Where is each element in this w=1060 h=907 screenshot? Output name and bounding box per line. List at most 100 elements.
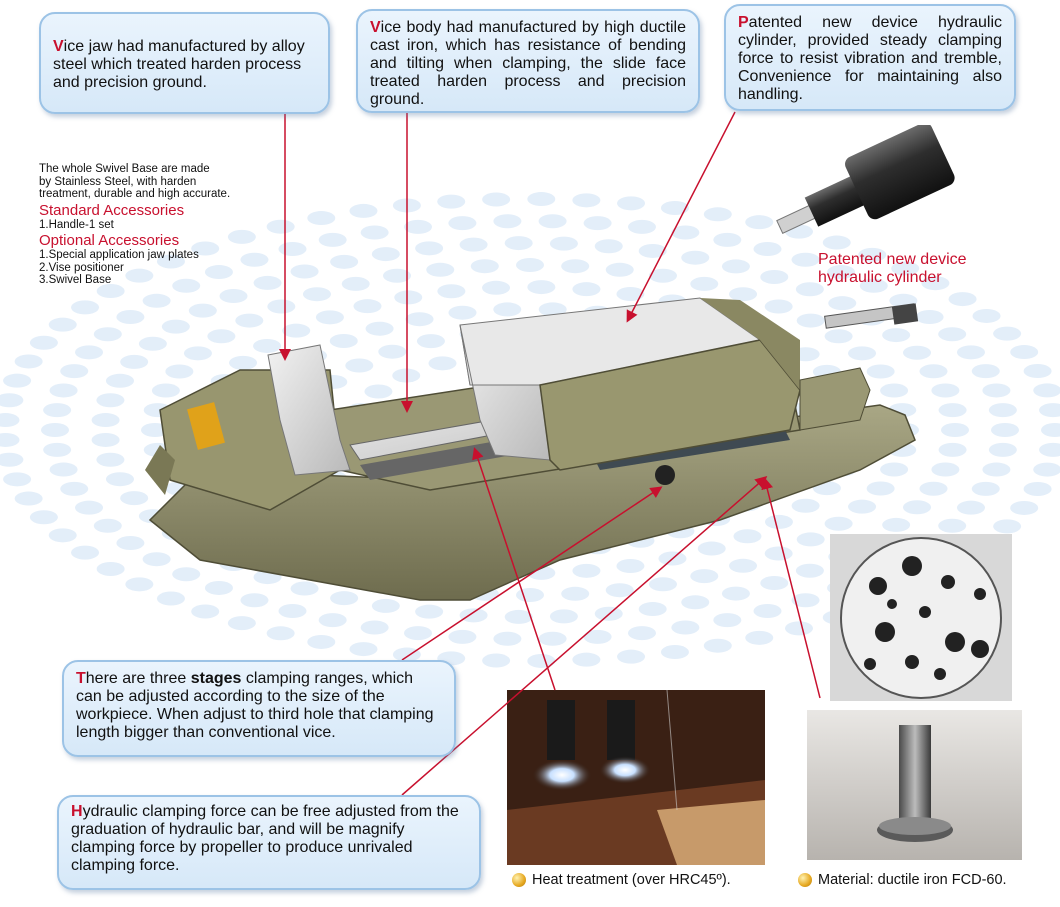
- dot: [828, 296, 857, 311]
- dot: [1033, 462, 1060, 477]
- dot: [824, 516, 853, 531]
- dot: [791, 498, 820, 513]
- dot: [822, 235, 851, 250]
- dot: [416, 334, 445, 349]
- dot: [482, 280, 511, 295]
- dot: [138, 336, 167, 351]
- dot: [527, 192, 556, 207]
- dot: [583, 216, 612, 231]
- dot: [791, 593, 820, 608]
- dot: [371, 598, 400, 613]
- dot: [882, 328, 911, 343]
- dot: [681, 250, 710, 265]
- dot: [760, 269, 789, 284]
- dot: [538, 631, 567, 646]
- dot: [459, 237, 488, 252]
- dot: [796, 532, 825, 547]
- intro-line: treatment, durable and high accurate.: [39, 188, 231, 200]
- dot: [345, 358, 374, 373]
- dot: [572, 282, 601, 297]
- dot: [360, 620, 389, 635]
- dot: [3, 472, 32, 487]
- dot: [43, 403, 72, 418]
- dot: [616, 286, 645, 301]
- dot: [360, 225, 389, 240]
- dot: [753, 603, 782, 618]
- cylinder-label-line: Patented new device: [818, 251, 967, 268]
- dot: [207, 329, 236, 344]
- dot: [0, 393, 24, 408]
- dot: [561, 586, 590, 601]
- dot: [204, 265, 233, 280]
- dot: [165, 364, 194, 379]
- dot: [971, 364, 1000, 379]
- dot: [764, 514, 793, 529]
- dot: [364, 384, 393, 399]
- dot: [919, 481, 948, 496]
- dot: [253, 338, 282, 353]
- dot: [903, 345, 932, 360]
- dot: [383, 268, 412, 283]
- dot: [307, 211, 336, 226]
- dot: [14, 354, 43, 369]
- dot: [29, 335, 58, 350]
- dot: [0, 452, 24, 467]
- dot: [188, 303, 217, 318]
- intro-line: The whole Swivel Base are made: [39, 163, 210, 175]
- dot: [318, 613, 347, 628]
- dot: [116, 310, 145, 325]
- optional-accessories-title: Optional Accessories: [39, 232, 180, 249]
- dot: [721, 259, 750, 274]
- dot: [120, 354, 149, 369]
- dot: [671, 620, 700, 635]
- dot: [227, 229, 256, 244]
- dot: [437, 284, 466, 299]
- dot: [703, 207, 732, 222]
- dot: [353, 299, 382, 314]
- callout-hydraulic-cylinder: Patented new device hydraulic cylinder, …: [724, 4, 1016, 111]
- callout-initial: V: [53, 38, 64, 55]
- dot: [795, 282, 824, 297]
- dot: [713, 613, 742, 628]
- dot: [93, 518, 122, 533]
- dot: [0, 413, 20, 428]
- dot: [235, 313, 264, 328]
- dot: [404, 626, 433, 641]
- dot: [938, 403, 967, 418]
- dot: [142, 293, 171, 308]
- dot: [516, 258, 544, 272]
- dot: [172, 567, 201, 582]
- dot: [448, 305, 477, 320]
- dot: [795, 563, 824, 578]
- dot: [105, 472, 134, 487]
- ductile-iron-bolt-image: [807, 710, 1022, 860]
- dot: [267, 299, 296, 314]
- callout-initial: P: [738, 14, 749, 31]
- dot: [971, 481, 1000, 496]
- dot: [993, 519, 1022, 534]
- dot: [329, 333, 358, 348]
- dot: [824, 329, 853, 344]
- dot: [941, 423, 969, 437]
- dot: [156, 591, 185, 606]
- dot: [745, 630, 774, 645]
- dot: [302, 287, 331, 302]
- dot: [617, 196, 646, 211]
- callout-initial: T: [76, 670, 86, 687]
- dot: [1041, 423, 1060, 437]
- dot: [919, 364, 948, 379]
- dot: [648, 577, 677, 592]
- dot: [516, 588, 544, 602]
- optional-accessory-item: 1.Special application jaw plates: [39, 249, 199, 261]
- dot: [229, 355, 258, 370]
- dot: [48, 528, 77, 543]
- dot: [848, 346, 877, 361]
- dot: [764, 299, 793, 314]
- dot: [594, 239, 623, 254]
- dot: [75, 500, 104, 515]
- dot: [415, 241, 444, 256]
- dot: [14, 491, 43, 506]
- dot: [415, 604, 444, 619]
- dot: [648, 268, 677, 283]
- dot: [49, 383, 78, 398]
